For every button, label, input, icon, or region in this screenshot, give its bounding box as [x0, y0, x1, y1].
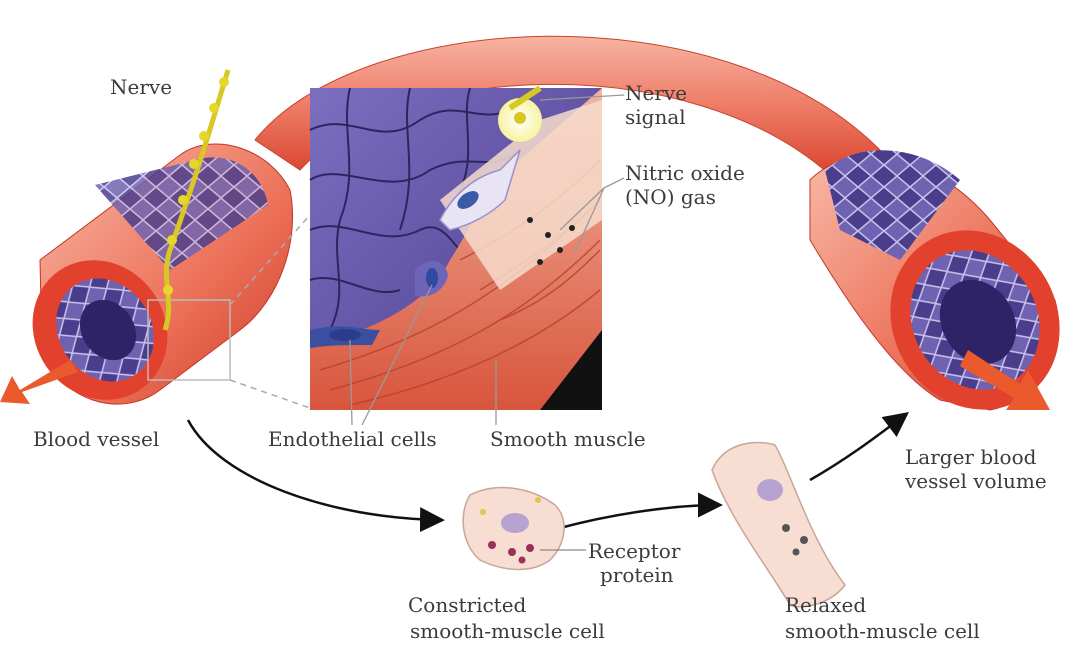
magnified-inset — [310, 88, 602, 410]
zoom-line-bottom — [230, 380, 310, 408]
constricted-cell-nucleus — [501, 513, 529, 533]
label-larger-vessel-2: vessel volume — [905, 470, 1047, 492]
label-nerve-signal-2: signal — [625, 106, 686, 128]
label-constricted-2: smooth-muscle cell — [410, 620, 605, 642]
dilated-blood-vessel — [810, 150, 1088, 440]
label-nerve: Nerve — [110, 76, 172, 98]
label-nitric-oxide-2: (NO) gas — [625, 186, 716, 208]
relaxed-cell-nucleus — [757, 479, 783, 501]
label-blood-vessel: Blood vessel — [33, 428, 159, 450]
constricted-cell — [463, 488, 586, 570]
label-larger-vessel-1: Larger blood — [905, 446, 1036, 468]
label-nitric-oxide-1: Nitric oxide — [625, 162, 745, 184]
label-nerve-signal-1: Nerve — [625, 82, 687, 104]
arrow-to-larger-vessel — [810, 415, 905, 480]
label-relaxed-1: Relaxed — [785, 594, 866, 616]
label-receptor-1: Receptor — [588, 540, 680, 562]
label-endothelial-cells: Endothelial cells — [268, 428, 437, 450]
label-receptor-2: protein — [600, 564, 674, 586]
label-constricted-1: Constricted — [408, 594, 526, 616]
label-relaxed-2: smooth-muscle cell — [785, 620, 980, 642]
relaxed-cell — [712, 443, 845, 607]
arrow-to-relaxed — [560, 505, 718, 528]
label-smooth-muscle: Smooth muscle — [490, 428, 646, 450]
